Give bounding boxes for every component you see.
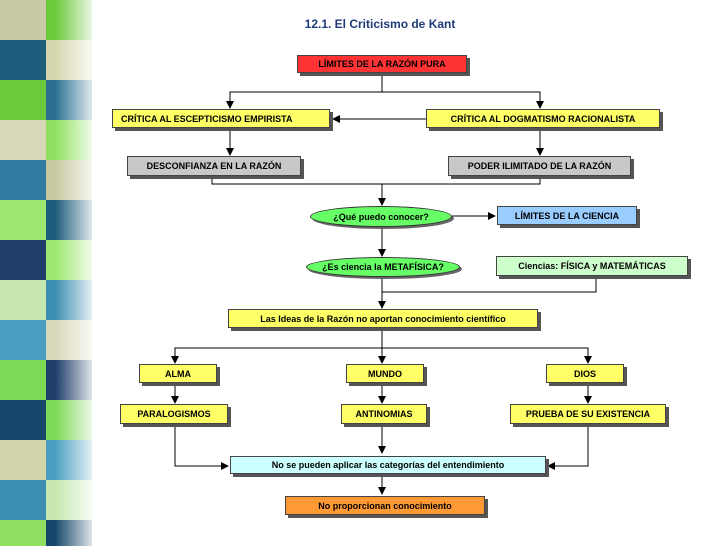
page-title: 12.1. El Criticismo de Kant [304,17,456,31]
node-no-categorias: No se pueden aplicar las categorías del … [230,456,546,474]
node-mundo: MUNDO [346,364,424,383]
node-ciencias: Ciencias: FÍSICA y MATEMÁTICAS [496,256,688,276]
node-limites-razon-pura: LÍMITES DE LA RAZÓN PURA [297,55,467,73]
node-dios: DIOS [546,364,624,383]
connector [382,276,597,293]
connector [211,176,541,185]
node-limites-ciencia: LÍMITES DE LA CIENCIA [497,206,637,225]
strip-fade [0,0,100,546]
node-es-ciencia-metafisica: ¿Es ciencia la METAFÍSICA? [306,257,460,277]
connector [171,328,383,364]
node-prueba-existencia: PRUEBA DE SU EXISTENCIA [510,404,666,424]
node-critica-dogmatismo: CRÍTICA AL DOGMATISMO RACIONALISTA [426,109,660,128]
node-paralogismos: PARALOGISMOS [120,404,228,424]
node-ideas-razon: Las Ideas de la Razón no aportan conocim… [228,309,538,328]
node-que-puedo-conocer: ¿Qué puedo conocer? [310,206,452,227]
connector [382,91,544,109]
node-critica-escepticismo: CRÍTICA AL ESCEPTICISMO EMPIRISTA [112,109,330,128]
connector [382,347,592,364]
node-antinomias: ANTINOMIAS [341,404,427,424]
connector [226,73,383,109]
node-alma: ALMA [139,364,217,383]
node-poder-ilimitado: PODER ILIMITADO DE LA RAZÓN [448,156,631,176]
connector [547,424,589,470]
node-desconfianza: DESCONFIANZA EN LA RAZÓN [127,156,301,176]
node-no-conocimiento: No proporcionan conocimiento [285,496,485,515]
connector [174,424,229,470]
